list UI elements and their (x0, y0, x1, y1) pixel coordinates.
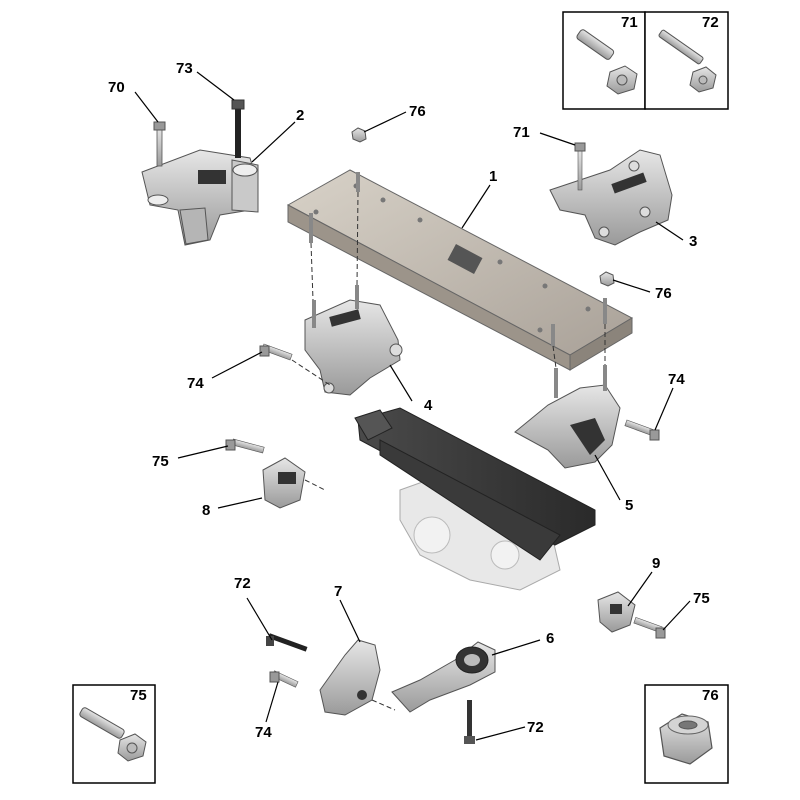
bolt-74-right (624, 419, 660, 441)
callout-72-bot: 72 (527, 719, 544, 736)
bolt-71-top (574, 142, 586, 191)
bolt-70 (153, 121, 166, 167)
callout-76-mid: 76 (655, 285, 672, 302)
callout-74-right: 74 (668, 371, 685, 388)
inset-box-71: 71 (562, 11, 646, 110)
inset-box-75: 75 (72, 684, 156, 784)
inset-box-76: 76 (644, 684, 729, 784)
bolt-75-right (633, 617, 666, 639)
callout-71: 71 (513, 124, 530, 141)
nut-76-top (351, 127, 367, 143)
part-8-mount (262, 457, 306, 509)
subframe-crossmember (354, 407, 596, 561)
bolt-75-left (225, 438, 265, 454)
part-1-carrier-plate (286, 169, 634, 371)
inset-box-71-label: 71 (621, 14, 638, 31)
alignment-lines (291, 191, 606, 711)
callout-5: 5 (625, 497, 633, 514)
part-5-mount (514, 365, 621, 469)
callout-9: 9 (652, 555, 660, 572)
part-4-mount (304, 285, 403, 396)
callout-labels: 1 2 3 4 5 6 7 8 9 70 71 72 72 73 74 74 7… (108, 60, 710, 741)
part-9-mount (597, 591, 636, 633)
bolt-72-bot (464, 700, 475, 744)
bolt-71-icon (576, 29, 638, 95)
plate-studs (309, 172, 607, 346)
nut-76-mid (599, 271, 615, 287)
inset-box-76-label: 76 (702, 687, 719, 704)
part-6-torque-rod (391, 641, 496, 713)
part-2-mount (141, 149, 259, 246)
inset-box-72: 72 (644, 11, 729, 110)
callout-74-left: 74 (187, 375, 204, 392)
callout-73: 73 (176, 60, 193, 77)
callout-2: 2 (296, 107, 304, 124)
bolt-75-icon (79, 707, 147, 762)
callout-6: 6 (546, 630, 554, 647)
part-3-bracket (549, 149, 673, 246)
bolt-74-left (259, 343, 293, 361)
bolt-73 (231, 99, 245, 158)
callout-7: 7 (334, 583, 342, 600)
bolt-72-mid (266, 633, 308, 652)
callout-4: 4 (424, 397, 433, 414)
leader-lines (134, 71, 691, 741)
callout-8: 8 (202, 502, 210, 519)
bolt-74-bot (269, 670, 299, 688)
bolt-72-icon (658, 29, 717, 93)
callout-76-top: 76 (409, 103, 426, 120)
part-7-bracket (319, 639, 381, 716)
inset-box-75-label: 75 (130, 687, 147, 704)
callout-74-bot: 74 (255, 724, 272, 741)
callout-1: 1 (489, 168, 497, 185)
callout-70: 70 (108, 79, 125, 96)
callout-75-right: 75 (693, 590, 710, 607)
callout-75-left: 75 (152, 453, 169, 470)
callout-3: 3 (689, 233, 697, 250)
inset-box-72-label: 72 (702, 14, 719, 31)
callout-72-mid: 72 (234, 575, 251, 592)
nut-76-icon (659, 713, 713, 765)
